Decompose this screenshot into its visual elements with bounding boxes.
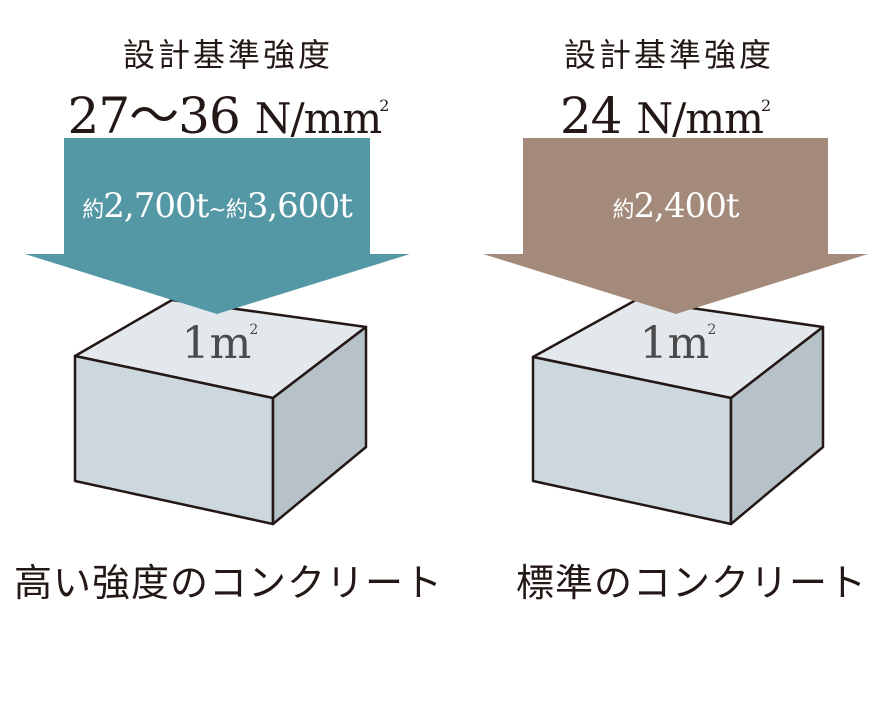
area-label: 1m2: [181, 318, 259, 369]
panel-high-strength: 設計基準強度 27〜36 N/mm2 約2,700t~約3,600t 1m2 高…: [0, 0, 444, 714]
unit-superscript: 2: [379, 96, 389, 115]
design-strength-title: 設計基準強度: [122, 36, 333, 74]
strength-number: 27〜36: [67, 87, 241, 145]
area-label: 1m2: [639, 318, 717, 369]
caption-standard: 標準のコンクリート: [516, 561, 868, 605]
strength-number: 24: [559, 87, 623, 145]
panel-standard: 設計基準強度 24 N/mm2 約2,400t 1m2 標準のコンクリート: [440, 0, 882, 714]
load-label: 約2,400t: [612, 186, 739, 226]
load-label: 約2,700t~約3,600t: [82, 186, 352, 226]
load-arrow-high-strength: [25, 138, 410, 314]
design-strength-title: 設計基準強度: [563, 36, 774, 74]
caption-high-strength: 高い強度のコンクリート: [14, 561, 444, 605]
design-strength-value: 24 N/mm2: [444, 78, 882, 147]
unit-superscript: 2: [760, 96, 771, 115]
strength-unit: N/mm: [254, 94, 383, 143]
concrete-block-high-strength: [73, 298, 368, 526]
design-strength-value: 27〜36 N/mm2: [8, 78, 448, 147]
concrete-block-standard: [531, 298, 825, 526]
load-arrow-standard: [483, 138, 868, 314]
strength-unit: N/mm: [636, 94, 764, 143]
